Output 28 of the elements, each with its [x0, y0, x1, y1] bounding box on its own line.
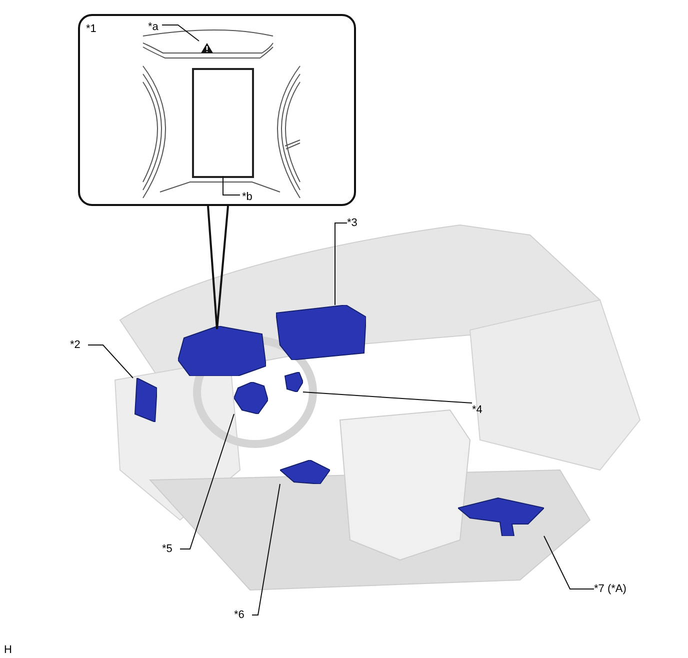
- display-area: [192, 68, 254, 178]
- leader-line: [334, 222, 348, 306]
- leader-line: [302, 392, 472, 404]
- callout-number: *6: [234, 608, 252, 622]
- highlighted-part-drawing: [234, 382, 268, 414]
- callout-number: *a: [148, 20, 164, 34]
- callout-pointer: [207, 205, 229, 330]
- leader-line: [162, 24, 200, 42]
- callout-number: *3: [347, 216, 365, 230]
- callout-number: *5: [162, 542, 180, 556]
- leader-line: [88, 344, 134, 378]
- callout-number: *b: [242, 190, 258, 204]
- callout-number: *7 (*A): [594, 582, 640, 596]
- callout-number: *1: [86, 22, 96, 36]
- inset-callout-box: [78, 14, 356, 206]
- leader-line: [180, 414, 234, 550]
- highlighted-part-drawing: [178, 326, 266, 376]
- highlighted-part-drawing: [280, 460, 330, 484]
- leader-line: [252, 484, 280, 616]
- highlighted-part-drawing: [276, 305, 366, 360]
- callout-number: *4: [472, 403, 490, 417]
- warning-icon: [201, 43, 213, 53]
- highlighted-part-drawing: [283, 372, 303, 392]
- highlighted-part-drawing: [133, 378, 157, 422]
- leader-line: [544, 536, 594, 590]
- leader-line: [222, 176, 240, 196]
- callout-number: *2: [70, 338, 88, 352]
- figure-code: H: [4, 643, 12, 657]
